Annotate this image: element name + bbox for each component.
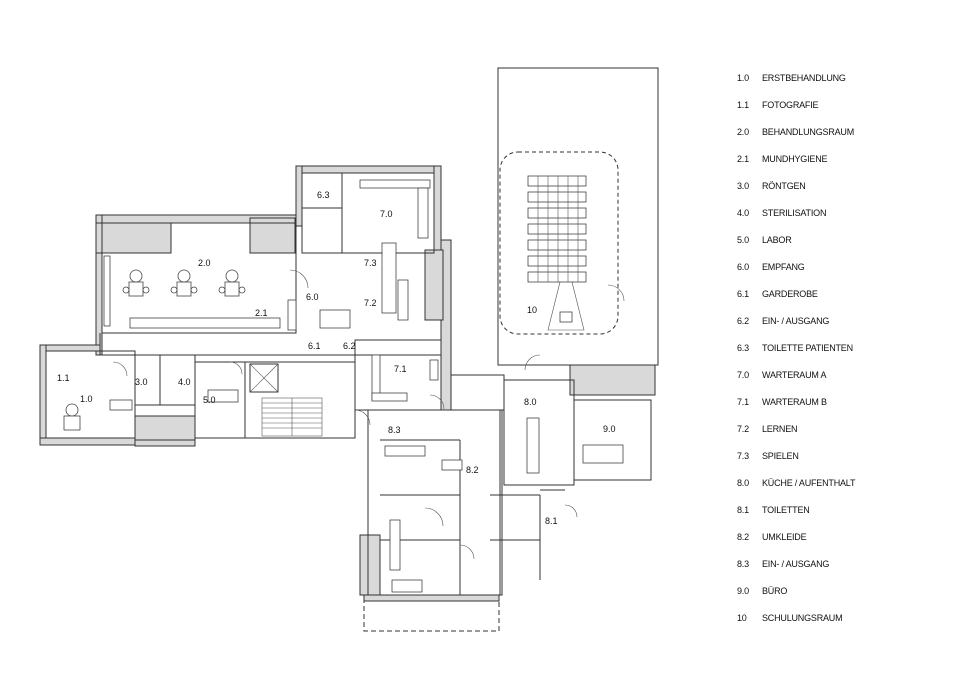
legend-room-name: FOTOGRAFIE — [762, 100, 819, 110]
legend-number: 5.0 — [737, 235, 749, 245]
legend-number: 7.0 — [737, 370, 749, 380]
legend-item: 8.3 EIN- / AUSGANG — [737, 556, 855, 583]
legend-room-name: LABOR — [762, 235, 792, 245]
room-label-7-1: 7.1 — [394, 364, 407, 374]
legend-number: 1.0 — [737, 73, 749, 83]
elevator-shaft — [249, 363, 279, 393]
room-label-1-1: 1.1 — [57, 373, 70, 383]
room-label-2-0: 2.0 — [198, 258, 211, 268]
legend-item: 8.2 UMKLEIDE — [737, 529, 855, 556]
legend-room-name: WARTERAUM B — [762, 397, 827, 407]
legend-item: 1.0 ERSTBEHANDLUNG — [737, 70, 855, 97]
room-label-6-1: 6.1 — [308, 341, 321, 351]
legend-room-name: WARTERAUM A — [762, 370, 827, 380]
legend-item: 9.0 BÜRO — [737, 583, 855, 610]
floor-plan: 1.0 1.1 2.0 2.1 3.0 4.0 5.0 6.0 6.1 6.2 … — [39, 67, 659, 632]
legend-item: 8.0 KÜCHE / AUFENTHALT — [737, 475, 855, 502]
room-label-9-0: 9.0 — [603, 424, 616, 434]
legend-room-name: KÜCHE / AUFENTHALT — [762, 478, 856, 488]
legend-room-name: ERSTBEHANDLUNG — [762, 73, 846, 83]
room-label-4-0: 4.0 — [178, 377, 191, 387]
legend-room-name: BEHANDLUNGSRAUM — [762, 127, 855, 137]
legend-room-name: STERILISATION — [762, 208, 827, 218]
room-label-6-3: 6.3 — [317, 190, 330, 200]
staircase — [261, 397, 323, 437]
room-label-5-0: 5.0 — [203, 395, 216, 405]
room-label-7-2: 7.2 — [364, 298, 377, 308]
legend-item: 7.1 WARTERAUM B — [737, 394, 855, 421]
dental-chairs — [63, 269, 246, 431]
legend-item: 2.0 BEHANDLUNGSRAUM — [737, 124, 855, 151]
legend-item: 5.0 LABOR — [737, 232, 855, 259]
legend-room-name: LERNEN — [762, 424, 798, 434]
legend-number: 8.1 — [737, 505, 749, 515]
legend-item: 6.2 EIN- / AUSGANG — [737, 313, 855, 340]
legend-number: 4.0 — [737, 208, 749, 218]
legend-number: 7.2 — [737, 424, 749, 434]
room-label-6-0: 6.0 — [306, 292, 319, 302]
legend-number: 1.1 — [737, 100, 749, 110]
room-labels: 1.0 1.1 2.0 2.1 3.0 4.0 5.0 6.0 6.1 6.2 … — [57, 190, 616, 526]
legend-item: 10 SCHULUNGSRAUM — [737, 610, 855, 637]
legend-number: 3.0 — [737, 181, 749, 191]
room-label-10: 10 — [527, 305, 537, 315]
legend-room-name: MUNDHYGIENE — [762, 154, 828, 164]
legend-number: 7.3 — [737, 451, 749, 461]
room-label-8-3: 8.3 — [388, 425, 401, 435]
legend-item: 7.0 WARTERAUM A — [737, 367, 855, 394]
legend-item: 6.3 TOILETTE PATIENTEN — [737, 340, 855, 367]
legend-number: 6.2 — [737, 316, 749, 326]
room-label-8-1: 8.1 — [545, 516, 558, 526]
legend-room-name: EIN- / AUSGANG — [762, 559, 830, 569]
legend-number: 8.2 — [737, 532, 749, 542]
legend-number: 10 — [737, 613, 747, 623]
room-label-7-0: 7.0 — [380, 209, 393, 219]
room-legend: 1.0 ERSTBEHANDLUNG 1.1 FOTOGRAFIE 2.0 BEHANDL… — [737, 70, 855, 637]
legend-item: 8.1 TOILETTEN — [737, 502, 855, 529]
building-outline — [45, 67, 659, 632]
legend-number: 9.0 — [737, 586, 749, 596]
legend-number: 7.1 — [737, 397, 749, 407]
room-label-7-3: 7.3 — [364, 258, 377, 268]
lecture-room-seating — [499, 151, 619, 335]
legend-item: 7.2 LERNEN — [737, 421, 855, 448]
legend-room-name: RÖNTGEN — [762, 181, 806, 191]
legend-item: 4.0 STERILISATION — [737, 205, 855, 232]
legend-item: 6.1 GARDEROBE — [737, 286, 855, 313]
legend-number: 6.0 — [737, 262, 749, 272]
legend-room-name: EIN- / AUSGANG — [762, 316, 830, 326]
legend-room-name: GARDEROBE — [762, 289, 818, 299]
legend-room-name: TOILETTEN — [762, 505, 810, 515]
room-label-3-0: 3.0 — [135, 377, 148, 387]
legend-room-name: EMPFANG — [762, 262, 805, 272]
legend-number: 8.0 — [737, 478, 749, 488]
legend-item: 2.1 MUNDHYGIENE — [737, 151, 855, 178]
furniture — [103, 179, 624, 593]
legend-number: 6.1 — [737, 289, 749, 299]
legend-room-name: SPIELEN — [762, 451, 799, 461]
legend-item: 1.1 FOTOGRAFIE — [737, 97, 855, 124]
room-label-2-1: 2.1 — [255, 308, 268, 318]
legend-item: 3.0 RÖNTGEN — [737, 178, 855, 205]
legend-item: 7.3 SPIELEN — [737, 448, 855, 475]
room-label-8-0: 8.0 — [524, 397, 537, 407]
legend-number: 2.0 — [737, 127, 749, 137]
door-swings — [112, 269, 625, 560]
room-label-8-2: 8.2 — [466, 465, 479, 475]
legend-number: 8.3 — [737, 559, 749, 569]
room-label-1-0: 1.0 — [80, 394, 93, 404]
legend-number: 6.3 — [737, 343, 749, 353]
legend-number: 2.1 — [737, 154, 749, 164]
legend-room-name: UMKLEIDE — [762, 532, 807, 542]
legend-room-name: BÜRO — [762, 586, 788, 596]
room-label-6-2: 6.2 — [343, 341, 356, 351]
partitions — [135, 173, 565, 595]
legend-item: 6.0 EMPFANG — [737, 259, 855, 286]
legend-room-name: SCHULUNGSRAUM — [762, 613, 843, 623]
legend-room-name: TOILETTE PATIENTEN — [762, 343, 853, 353]
